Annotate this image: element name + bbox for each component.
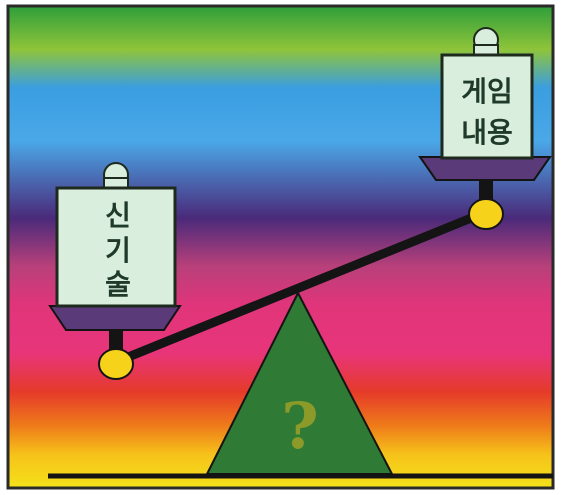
right-weight-assembly: 게임 내용 [418,27,552,230]
left-weight-assembly: 신 기 술 [48,162,182,380]
right-weight-block [440,53,534,160]
fulcrum-triangle [205,290,394,475]
left-weight-label-1: 신 [105,199,131,232]
right-weight-label-1: 게임 [461,75,513,108]
right-weight-label-2: 내용 [461,116,513,149]
left-post [109,324,123,354]
question-mark: ? [281,389,319,464]
left-weight-label-3: 술 [105,268,131,301]
left-weight-block [55,186,177,308]
right-pan [418,156,552,181]
left-pan [48,305,182,331]
frame-border [6,4,555,490]
left-joint [98,348,134,380]
balance-beam [111,207,491,367]
left-weight-label-2: 기 [105,234,131,267]
right-joint [468,198,504,230]
